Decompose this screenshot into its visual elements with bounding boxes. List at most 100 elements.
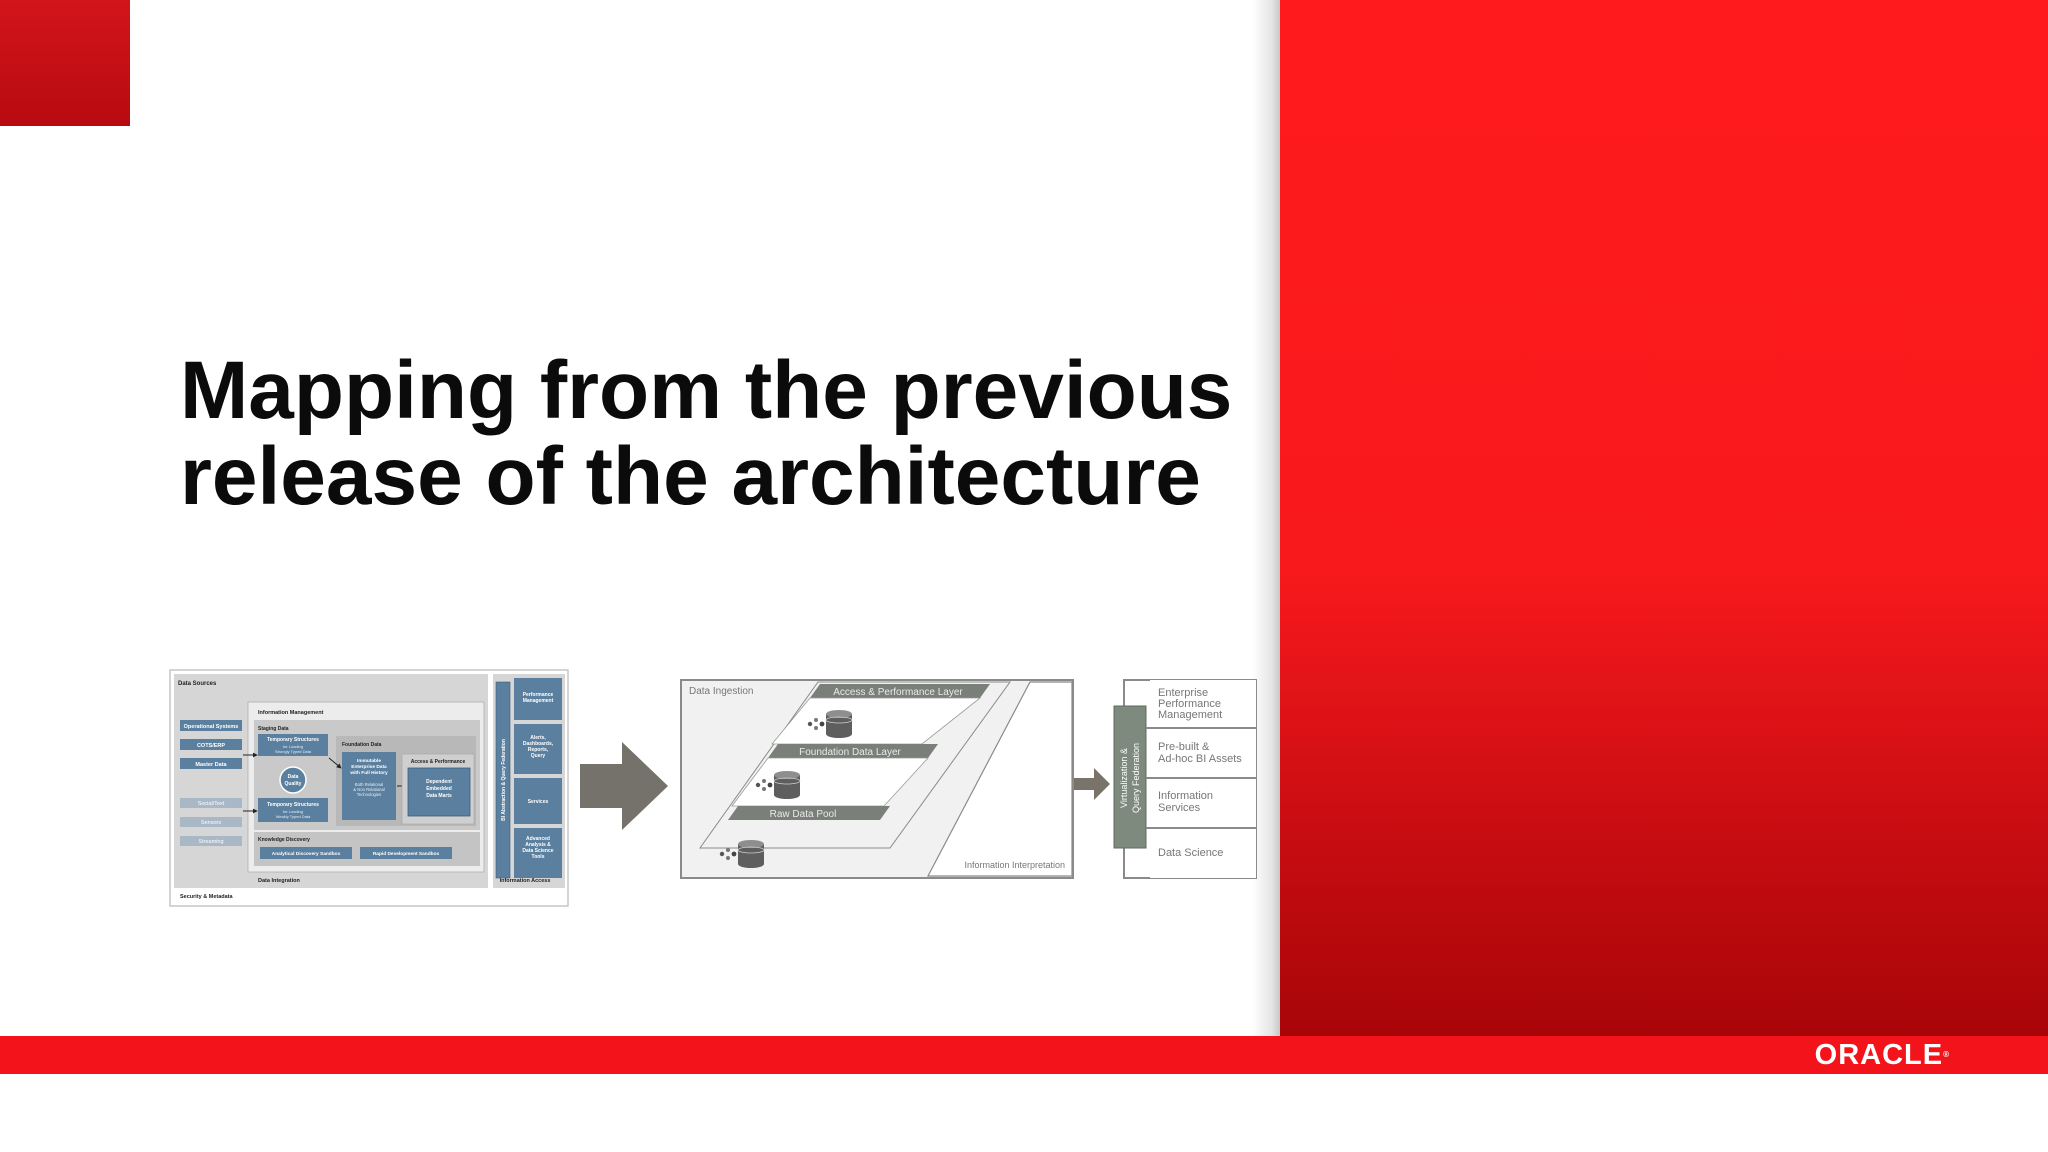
consumer-1-line-3: Management — [1158, 709, 1222, 721]
dependent-marts-box — [407, 767, 471, 817]
access-item-2-line-2: Dashboards, — [523, 741, 554, 747]
information-access-label: Information Access — [500, 878, 551, 884]
source-label-5: Sensors — [201, 820, 221, 826]
temp-structures-1-sub-a: for Loading — [283, 744, 303, 749]
access-item-4-line-2: Analysis & — [525, 842, 551, 848]
title-line-2: release of the architecture — [180, 431, 1201, 522]
analytical-sandbox-box — [260, 847, 352, 859]
data-quality-circle — [279, 766, 307, 794]
source-box-2 — [180, 739, 242, 750]
temp-structures-1-label: Temporary Structures — [267, 737, 319, 743]
temp-structures-2-sub-a: for Loading — [283, 809, 303, 814]
dependent-marts-line-2: Embedded — [426, 786, 452, 792]
data-quality-label-b: Quality — [285, 781, 302, 787]
data-integration-label: Data Integration — [258, 878, 301, 884]
consumer-3-line-2: Services — [1158, 802, 1201, 814]
immutable-line-1: Immutable — [357, 758, 381, 764]
consumer-4-line-1: Data Science — [1158, 847, 1223, 859]
corner-accent-block — [0, 0, 130, 126]
consumer-1-line-2: Performance — [1158, 698, 1221, 710]
immutable-sub-1: Both Relational — [355, 782, 383, 787]
information-interpretation-label: Information Interpretation — [964, 860, 1065, 870]
access-layer-band — [810, 684, 990, 698]
knowledge-discovery-label: Knowledge Discovery — [258, 837, 310, 843]
source-box-5 — [180, 817, 242, 827]
previous-architecture-diagram: Data Sources Operational Systems COTS/ER… — [169, 669, 569, 907]
database-icon-foundation — [755, 771, 801, 799]
virtualization-bar-front — [1113, 705, 1147, 849]
immutable-sub-3: Technologies — [357, 792, 381, 797]
virtualization-line-2-front: Query Federation — [1131, 743, 1141, 813]
database-icon-raw — [719, 840, 765, 868]
immutable-line-3: with Full History — [349, 770, 388, 776]
data-ingestion-label: Data Ingestion — [689, 686, 754, 697]
access-item-4-line-3: Data Science — [522, 848, 553, 854]
raw-pool-band — [728, 806, 890, 820]
consumers-diagram: Virtualization & Query Federation Virtua… — [1113, 679, 1257, 879]
access-layer-label: Access & Performance Layer — [833, 687, 963, 698]
access-item-2-line-1: Alerts, — [530, 735, 546, 741]
raw-pool-label: Raw Data Pool — [770, 809, 837, 820]
small-mapping-arrow — [1074, 768, 1110, 800]
access-item-box-2 — [514, 724, 562, 774]
access-item-2-line-3: Reports, — [528, 747, 549, 753]
oracle-logo: ORACLE® — [1815, 1040, 1950, 1070]
architecture-mapping-diagram: Data Sources Operational Systems COTS/ER… — [169, 669, 1257, 907]
layer-outline — [699, 681, 1011, 849]
source-box-6 — [180, 836, 242, 846]
security-metadata-label: Security & Metadata — [180, 894, 234, 900]
temp-structures-box-1 — [258, 734, 328, 756]
immutable-line-2: Enterprise Data — [351, 764, 387, 770]
consumer-2-line-2: Ad-hoc BI Assets — [1158, 753, 1242, 765]
foundation-layer-label: Foundation Data Layer — [799, 747, 901, 758]
rapid-sandbox-label: Rapid Development Sandbox — [373, 851, 440, 857]
bi-federation-label: BI Abstraction & Query Federation — [501, 739, 507, 821]
access-item-box-4 — [514, 828, 562, 878]
consumer-2-line-1: Pre-built & — [1158, 741, 1210, 753]
access-item-box-3 — [514, 778, 562, 824]
immutable-data-box — [342, 752, 396, 820]
temp-structures-1-sub-b: Strongly Typed Data — [275, 749, 312, 754]
temp-structures-box-2 — [258, 798, 328, 822]
source-label-1: Operational Systems — [184, 724, 239, 730]
foundation-layer-band — [768, 744, 938, 758]
access-item-3-line-1: Services — [528, 799, 549, 805]
dependent-marts-line-1: Dependent — [426, 779, 452, 785]
registered-mark-icon: ® — [1943, 1050, 1950, 1059]
access-item-4-line-1: Advanced — [526, 836, 550, 842]
access-performance-label: Access & Performance — [411, 759, 466, 765]
consumer-3-line-1: Information — [1158, 790, 1213, 802]
source-box-3 — [180, 758, 242, 769]
source-label-6: Streaming — [198, 839, 223, 845]
data-quality-label-a: Data — [288, 774, 299, 780]
slide-title: Mapping from the previous release of the… — [180, 348, 1250, 520]
access-item-4-line-4: Tools — [532, 854, 545, 860]
oracle-logo-text: ORACLE — [1814, 1039, 1944, 1071]
interpretation-region — [927, 681, 1073, 877]
access-item-box-1 — [514, 678, 562, 720]
database-icon-access — [807, 710, 853, 738]
rapid-sandbox-box — [360, 847, 452, 859]
access-item-2-line-4: Query — [531, 753, 546, 759]
access-item-1-line-2: Management — [523, 698, 554, 704]
temp-structures-2-sub-b: Weakly Typed Data — [276, 814, 311, 819]
source-label-4: Social/Text — [198, 801, 225, 807]
arrow-staging-to-foundation — [328, 757, 342, 769]
consumer-1-line-1: Enterprise — [1158, 687, 1208, 699]
dependent-marts-line-3: Data Marts — [426, 793, 452, 799]
virtualization-line-1-front: Virtualization & — [1119, 748, 1129, 808]
footer-bar — [0, 1036, 2048, 1074]
analytical-sandbox-label: Analytical Discovery Sandbox — [272, 851, 341, 857]
new-architecture-diagram: Data Ingestion Access & Performance Laye… — [680, 679, 1074, 879]
information-management-label: Information Management — [258, 710, 324, 716]
source-box-1 — [180, 720, 242, 731]
data-sources-label: Data Sources — [178, 681, 217, 687]
staging-data-label: Staging Data — [258, 726, 289, 732]
title-line-1: Mapping from the previous — [180, 345, 1233, 436]
bi-federation-bar — [495, 681, 511, 879]
temp-structures-2-label: Temporary Structures — [267, 802, 319, 808]
access-item-1-line-1: Performance — [523, 692, 554, 698]
mapping-arrow — [580, 742, 668, 830]
source-label-2: COTS/ERP — [197, 743, 225, 749]
